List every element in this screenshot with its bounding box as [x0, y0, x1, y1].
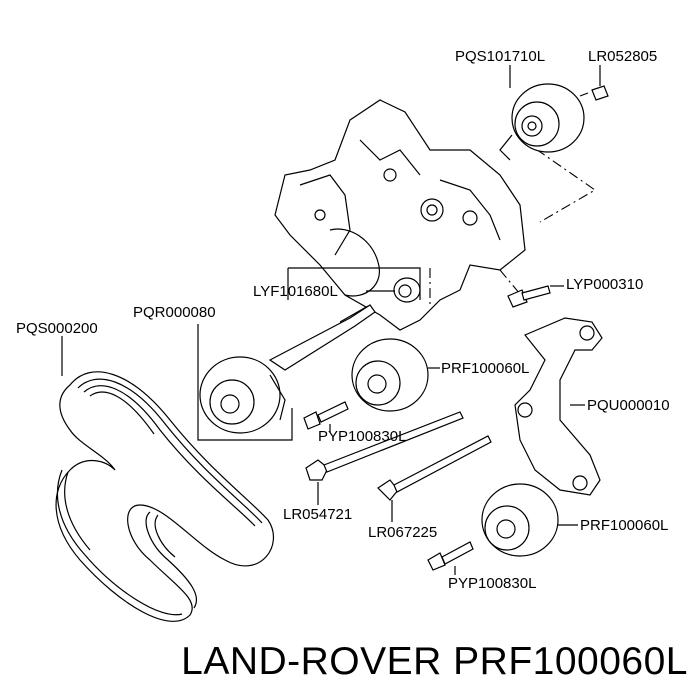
top-tensioner [499, 83, 585, 161]
center-lines [429, 137, 597, 305]
leader-lines [61, 65, 601, 575]
engine-block [274, 99, 526, 331]
top-bolt [579, 85, 609, 101]
label-prf100060l-low: PRF100060L [580, 517, 668, 534]
label-pqs101710l: PQS101710L [455, 48, 545, 65]
label-pqu000010: PQU000010 [587, 397, 670, 414]
label-lyf101680l: LYF101680L [253, 283, 338, 300]
label-pyp100830l-mid: PYP100830L [318, 428, 406, 445]
bolt-mid [303, 401, 349, 430]
serpentine-belt [55, 371, 274, 622]
part-labels: PQS101710L LR052805 LYF101680L PQR000080… [16, 48, 670, 592]
bolt-low [427, 541, 474, 571]
bracket [514, 317, 603, 496]
bolt-long-right [377, 435, 492, 501]
label-lr052805: LR052805 [588, 48, 657, 65]
middle-pulley [351, 338, 429, 412]
label-pyp100830l-low: PYP100830L [448, 575, 536, 592]
lower-pulley [481, 483, 559, 557]
label-pqs000200: PQS000200 [16, 320, 98, 337]
label-prf100060l-mid: PRF100060L [441, 360, 529, 377]
label-lr054721: LR054721 [283, 506, 352, 523]
small-idler [393, 277, 421, 303]
footer-title: LAND-ROVER PRF100060L [181, 640, 688, 683]
bolt-long-left [305, 411, 464, 481]
tensioner-arm [199, 304, 376, 434]
label-lr067225: LR067225 [368, 524, 437, 541]
bolt-right [507, 285, 551, 308]
label-pqr000080: PQR000080 [133, 304, 216, 321]
label-lyp000310: LYP000310 [566, 276, 643, 293]
